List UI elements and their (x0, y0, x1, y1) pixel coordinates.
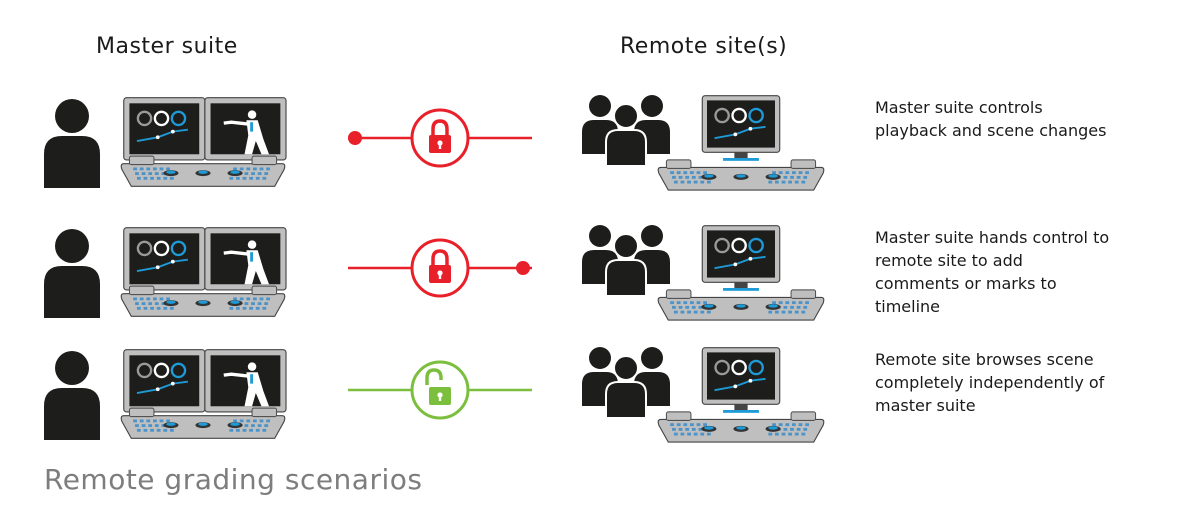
remote-group-icon (580, 346, 672, 422)
scenario-description: Master suite hands control to remote sit… (875, 228, 1110, 316)
scenario-row: Remote site browses scene completely ind… (0, 340, 1192, 460)
master-operator-icon (40, 226, 104, 322)
scenario-description: Remote site browses scene completely ind… (875, 350, 1105, 415)
scenario-description: Master suite controls playback and scene… (875, 98, 1107, 140)
diagram-title: Remote grading scenarios (44, 463, 423, 496)
master-operator-icon (40, 348, 104, 444)
master-suite-console-icon (113, 344, 293, 448)
lock-closed-icon (340, 108, 540, 174)
master-operator-icon (40, 96, 104, 192)
master-suite-console-icon (113, 222, 293, 326)
lock-open-icon (340, 360, 540, 426)
remote-site-console-icon (650, 220, 832, 326)
remote-site-console-icon (650, 90, 832, 196)
master-suite-console-icon (113, 92, 293, 196)
remote-sites-heading: Remote site(s) (620, 34, 788, 59)
remote-group-icon (580, 224, 672, 300)
scenario-row: Master suite controls playback and scene… (0, 88, 1192, 208)
remote-group-icon (580, 94, 672, 170)
lock-closed-icon (340, 238, 540, 304)
scenario-row: Master suite hands control to remote sit… (0, 218, 1192, 338)
remote-site-console-icon (650, 342, 832, 448)
master-suite-heading: Master suite (96, 34, 238, 59)
